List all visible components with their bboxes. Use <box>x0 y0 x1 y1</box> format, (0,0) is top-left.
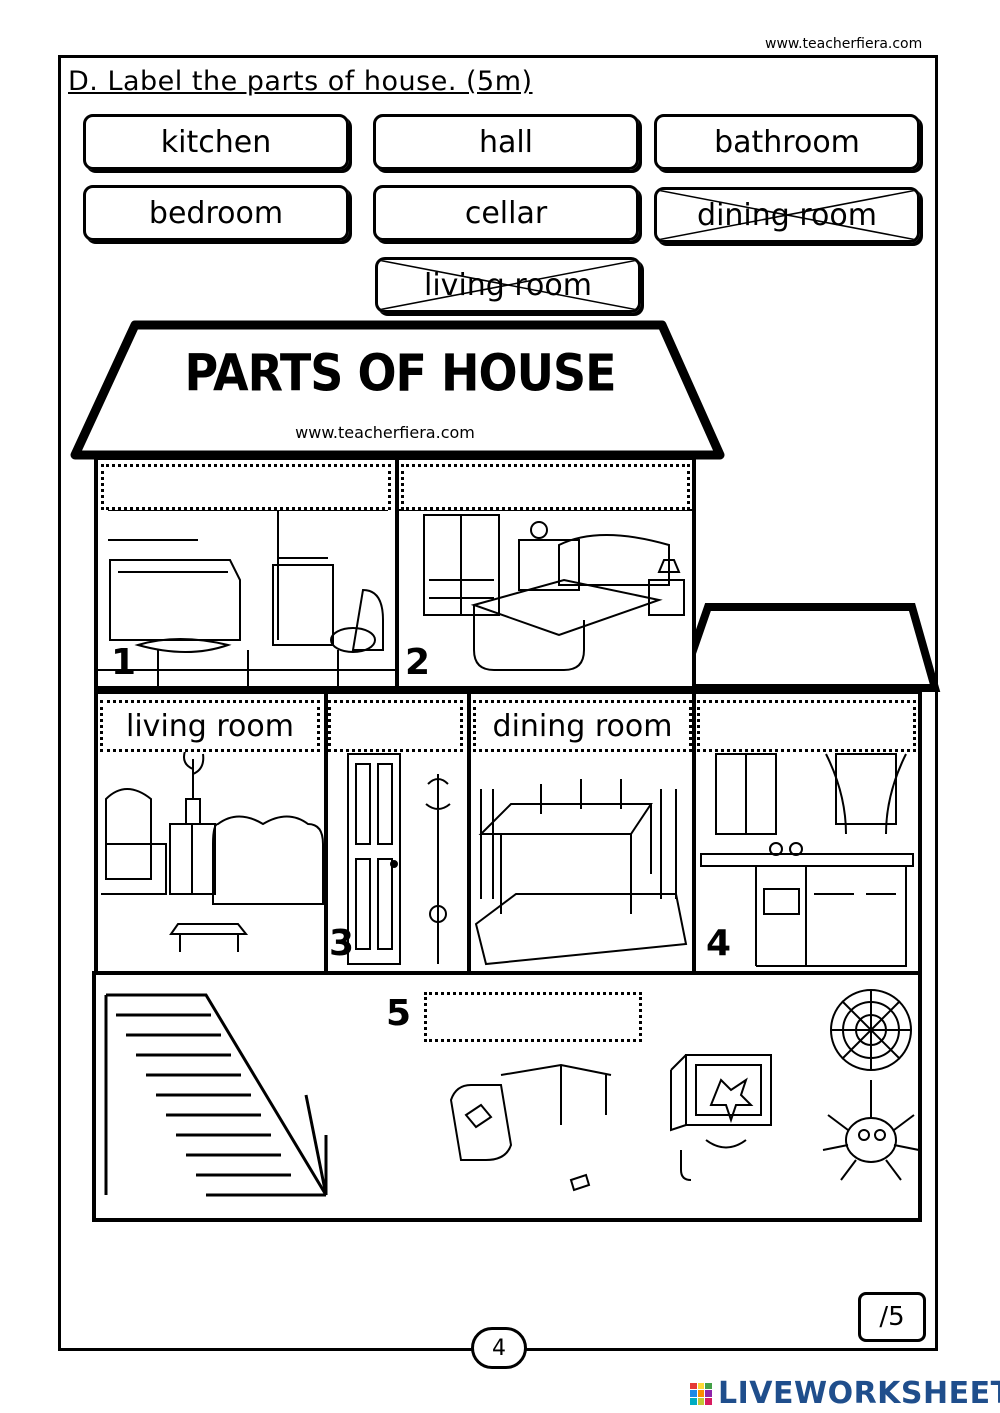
answer-box-5[interactable] <box>424 992 642 1042</box>
word-label: kitchen <box>160 124 272 160</box>
brand-text: LIVEWORKSHEETS <box>718 1376 1000 1411</box>
room-number-3: 3 <box>329 923 355 964</box>
room-number-4: 4 <box>706 923 732 964</box>
kitchen-illustration <box>700 753 914 967</box>
answer-text: living room <box>126 708 294 744</box>
logo-square <box>705 1382 712 1390</box>
word-label: bedroom <box>148 195 284 231</box>
page-number: 4 <box>471 1327 527 1369</box>
logo-square <box>697 1390 705 1397</box>
score-box: /5 <box>858 1292 926 1342</box>
room-number-5: 5 <box>386 993 412 1034</box>
cross-out-mark <box>657 190 917 240</box>
cellar-illustration <box>104 989 918 1197</box>
logo-square <box>705 1397 712 1405</box>
answer-box-1[interactable] <box>101 464 391 510</box>
liveworksheets-brand[interactable]: LIVEWORKSHEETS <box>690 1376 1000 1411</box>
bathroom-illustration <box>98 509 395 686</box>
instruction-text: D. Label the parts of house. (5m) <box>68 66 533 97</box>
answer-box-dining-room[interactable]: dining room <box>473 700 692 752</box>
word-cellar[interactable]: cellar <box>373 185 639 241</box>
answer-box-4[interactable] <box>697 700 916 752</box>
logo-square <box>690 1397 697 1405</box>
house-site-url: www.teacherfiera.com <box>295 423 475 442</box>
word-label: bathroom <box>714 124 860 160</box>
living-room-illustration <box>101 750 324 952</box>
liveworksheets-logo-icon <box>690 1382 712 1405</box>
word-bathroom[interactable]: bathroom <box>654 114 920 170</box>
logo-square <box>697 1397 705 1405</box>
answer-text: dining room <box>492 708 673 744</box>
room-number-2: 2 <box>405 642 431 683</box>
house-roof <box>70 320 941 692</box>
logo-square <box>705 1390 712 1397</box>
logo-square <box>690 1390 697 1397</box>
word-dining-room-crossed[interactable]: dining room <box>654 187 920 243</box>
answer-box-2[interactable] <box>401 464 690 510</box>
cross-out-mark <box>378 260 638 310</box>
house-title: PARTS OF HOUSE <box>184 343 616 403</box>
bedroom-illustration <box>399 509 692 671</box>
word-hall[interactable]: hall <box>373 114 639 170</box>
logo-square <box>690 1382 697 1390</box>
word-bedroom[interactable]: bedroom <box>83 185 349 241</box>
word-label: hall <box>478 124 534 160</box>
hall-illustration <box>347 753 451 965</box>
site-url-top: www.teacherfiera.com <box>765 36 923 52</box>
word-living-room-crossed[interactable]: living room <box>375 257 641 313</box>
answer-box-3[interactable] <box>328 700 463 752</box>
answer-box-living-room[interactable]: living room <box>100 700 320 752</box>
logo-square <box>697 1382 705 1390</box>
word-kitchen[interactable]: kitchen <box>83 114 349 170</box>
dining-room-illustration <box>474 779 688 966</box>
word-label: cellar <box>464 195 548 231</box>
room-number-1: 1 <box>111 642 137 683</box>
